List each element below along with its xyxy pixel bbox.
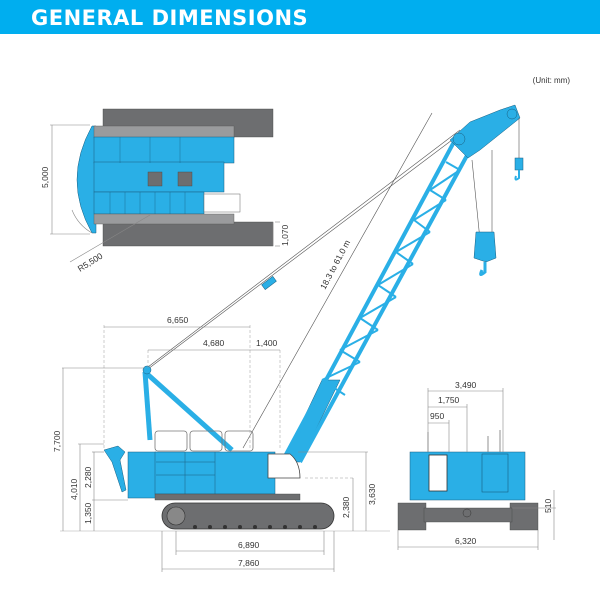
unit-note: (Unit: mm) bbox=[532, 76, 570, 85]
dim-4680: 4,680 bbox=[203, 338, 225, 348]
dim-510: 510 bbox=[543, 499, 553, 513]
machinery-block-1 bbox=[147, 171, 163, 187]
dim-1400: 1,400 bbox=[256, 338, 278, 348]
main-hook-icon bbox=[479, 262, 487, 277]
tail-radius-label: R5,500 bbox=[76, 251, 105, 274]
dim-3630: 3,630 bbox=[367, 483, 377, 505]
header-bar: GENERAL DIMENSIONS bbox=[0, 0, 600, 34]
dim-6320: 6,320 bbox=[455, 536, 477, 546]
rear-view: 3,490 1,750 950 510 6,320 bbox=[397, 380, 556, 550]
top-width-label: 5,000 bbox=[40, 166, 50, 188]
dim-2280: 2,280 bbox=[83, 466, 93, 488]
counterweight-arc bbox=[76, 125, 97, 234]
aux-hook-icon bbox=[514, 170, 520, 181]
machinery-block-2 bbox=[177, 171, 193, 187]
aux-hook-block bbox=[514, 157, 524, 171]
dim-4010: 4,010 bbox=[69, 478, 79, 500]
gantry-strut bbox=[143, 370, 234, 452]
side-view: 6,650 4,680 1,400 7,700 4,010 2,280 1,35… bbox=[52, 104, 524, 572]
dim-3490: 3,490 bbox=[455, 380, 477, 390]
page-title: GENERAL DIMENSIONS bbox=[31, 6, 309, 30]
lower-track bbox=[102, 221, 274, 247]
idler-wheel bbox=[166, 506, 186, 526]
walkway-lower bbox=[93, 213, 235, 225]
rear-left-track bbox=[397, 502, 427, 531]
main-hook-block bbox=[473, 231, 497, 263]
dim-2380: 2,380 bbox=[341, 496, 351, 518]
walkway-upper bbox=[93, 125, 235, 139]
gantry-mast bbox=[142, 371, 153, 441]
operator-cab bbox=[267, 453, 301, 479]
rear-right-track bbox=[509, 502, 539, 531]
boom-head bbox=[449, 104, 521, 159]
self-assembly-cylinder bbox=[103, 445, 127, 493]
rear-cab-window bbox=[428, 454, 448, 492]
upper-body-top bbox=[93, 136, 235, 164]
upper-body-bottom bbox=[93, 191, 205, 215]
rear-carbody bbox=[423, 507, 513, 523]
carbody bbox=[154, 493, 301, 501]
dim-1350: 1,350 bbox=[83, 502, 93, 524]
boom-pendant-rope bbox=[147, 129, 461, 368]
handrails bbox=[154, 430, 254, 452]
dim-7860: 7,860 bbox=[238, 558, 260, 568]
counterweight bbox=[127, 451, 157, 499]
cab-top bbox=[203, 193, 241, 213]
dim-1750: 1,750 bbox=[438, 395, 460, 405]
top-view: 5,000 1,070 R5,500 bbox=[40, 108, 290, 274]
boom-length-line bbox=[242, 112, 433, 449]
dim-6650: 6,650 bbox=[167, 315, 189, 325]
track-shoe-label: 1,070 bbox=[280, 224, 290, 246]
pendant-link bbox=[261, 276, 277, 290]
dim-950: 950 bbox=[430, 411, 444, 421]
dim-6890: 6,890 bbox=[238, 540, 260, 550]
boom-length-label: 18.3 to 61.0 m bbox=[318, 238, 352, 291]
dim-7700: 7,700 bbox=[52, 430, 62, 452]
lattice-boom bbox=[281, 104, 521, 463]
crawler-track bbox=[161, 502, 335, 530]
